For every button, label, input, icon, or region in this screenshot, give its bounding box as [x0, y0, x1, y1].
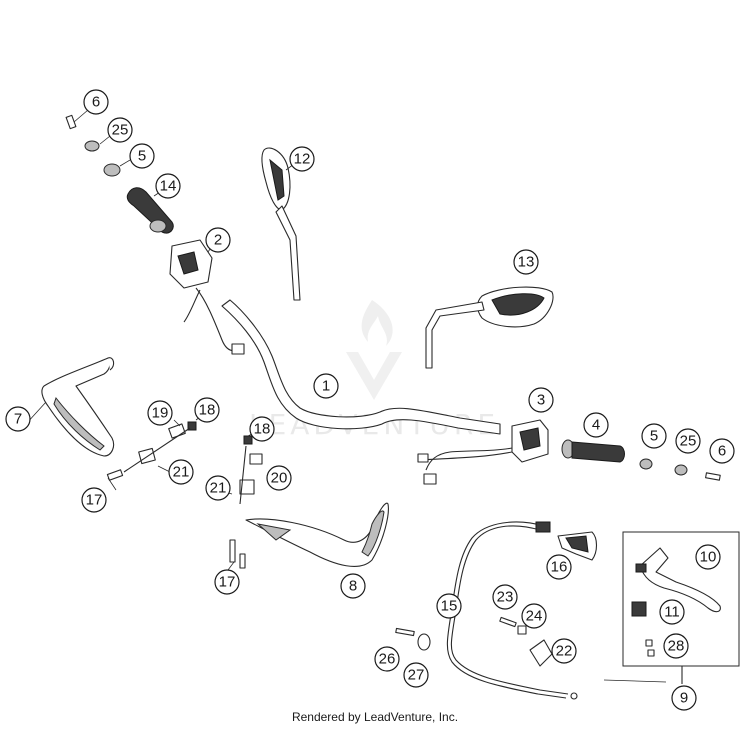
callout-label: 8	[349, 578, 357, 595]
callout-label: 25	[680, 433, 697, 450]
callout-label: 21	[173, 464, 190, 481]
left-switch-assembly	[169, 239, 245, 355]
callout-27: 27	[403, 662, 429, 688]
callout-5-left: 5	[129, 143, 155, 169]
callout-label: 22	[556, 643, 573, 660]
left-hand-guard	[41, 357, 115, 457]
callout-label: 1	[322, 378, 330, 395]
throttle-housing	[557, 531, 598, 561]
callout-6-right: 6	[709, 438, 735, 464]
callout-25-right: 25	[675, 428, 701, 454]
left-guard-mount	[106, 421, 197, 481]
callout-5-right: 5	[641, 423, 667, 449]
callout-18-center: 18	[249, 416, 275, 442]
callout-14: 14	[155, 173, 181, 199]
callout-label: 25	[112, 122, 129, 139]
callout-26: 26	[374, 646, 400, 672]
callout-13: 13	[513, 249, 539, 275]
callout-label: 21	[210, 480, 227, 497]
callout-label: 27	[408, 667, 425, 684]
callout-23: 23	[492, 584, 518, 610]
callout-15: 15	[436, 593, 462, 619]
callout-label: 11	[664, 604, 680, 621]
callout-label: 3	[537, 392, 545, 409]
callout-label: 28	[668, 638, 685, 655]
left-mirror	[261, 147, 301, 301]
callout-label: 5	[650, 428, 658, 445]
callout-label: 4	[592, 417, 600, 434]
callout-label: 19	[152, 405, 169, 422]
callout-label: 14	[160, 178, 177, 195]
right-guard-mount	[229, 435, 263, 569]
callout-10: 10	[695, 544, 721, 570]
callout-label: 6	[92, 94, 100, 111]
right-bar-end-parts	[639, 458, 721, 481]
callout-label: 23	[497, 589, 514, 606]
callout-22: 22	[551, 638, 577, 664]
callout-label: 18	[254, 421, 271, 438]
callout-label: 15	[441, 598, 458, 615]
callout-9: 9	[671, 685, 697, 711]
callout-11: 11	[659, 599, 685, 625]
callout-label: 20	[271, 470, 288, 487]
render-credit: Rendered by LeadVenture, Inc.	[291, 710, 459, 724]
right-grip	[561, 439, 625, 463]
callout-label: 7	[14, 411, 22, 428]
callout-label: 9	[680, 690, 688, 707]
cable-adjuster-parts	[499, 616, 553, 667]
callout-12: 12	[289, 146, 315, 172]
left-bar-end-parts	[65, 114, 121, 177]
callout-label: 24	[526, 608, 543, 625]
lever-assembly-box	[622, 531, 740, 684]
callout-25-left: 25	[107, 117, 133, 143]
callout-label: 17	[86, 492, 103, 509]
callout-label: 6	[718, 443, 726, 460]
callout-17-center: 17	[214, 569, 240, 595]
callout-24: 24	[521, 603, 547, 629]
callout-3: 3	[528, 387, 554, 413]
callout-4: 4	[583, 412, 609, 438]
bracket-parts	[395, 627, 431, 651]
callout-18-left: 18	[194, 397, 220, 423]
callout-7: 7	[5, 406, 31, 432]
throttle-cable	[446, 521, 578, 700]
callout-label: 16	[551, 559, 568, 576]
callout-label: 5	[138, 148, 146, 165]
callout-label: 26	[379, 651, 396, 668]
callout-label: 17	[219, 574, 236, 591]
callout-label: 18	[199, 402, 216, 419]
callout-label: 10	[700, 549, 717, 566]
left-grip	[126, 187, 174, 234]
callout-bubbles: 6 25 5 14 2 12 13 1 3 4 5 25 6 7 19 18 1…	[5, 89, 735, 711]
right-hand-guard	[245, 502, 389, 567]
callout-16: 16	[546, 554, 572, 580]
callout-21-left: 21	[168, 459, 194, 485]
right-mirror	[425, 286, 554, 369]
callout-28: 28	[663, 633, 689, 659]
callout-8: 8	[340, 573, 366, 599]
handlebar	[221, 299, 501, 435]
callout-2: 2	[205, 227, 231, 253]
callout-19: 19	[147, 400, 173, 426]
right-switch-assembly	[417, 419, 549, 485]
callout-21-center: 21	[205, 475, 231, 501]
callout-label: 12	[294, 151, 311, 168]
callout-label: 2	[214, 232, 222, 249]
callout-6-left: 6	[83, 89, 109, 115]
callout-20: 20	[266, 465, 292, 491]
callout-1: 1	[313, 373, 339, 399]
callout-label: 13	[518, 254, 535, 271]
callout-17-left: 17	[81, 487, 107, 513]
